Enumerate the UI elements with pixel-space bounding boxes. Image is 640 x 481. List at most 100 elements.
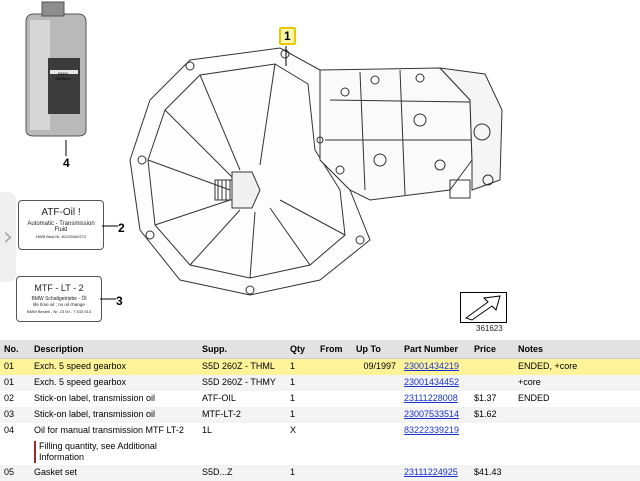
diagram-reference-arrow-icon [460, 292, 507, 323]
callout-4: 4 [63, 156, 70, 170]
row-part-number-cell: 23111228008 [400, 391, 470, 407]
callout-3: 3 [116, 294, 123, 308]
row-note: Filling quantity, see Additional Informa… [34, 441, 189, 463]
row-from [316, 465, 352, 481]
row-up-to [352, 391, 400, 407]
row-price [470, 375, 514, 391]
callout-2: 2 [118, 221, 125, 235]
col-description: Description [30, 340, 198, 359]
row-from [316, 423, 352, 439]
atf-label-title: ATF-Oil ! [41, 207, 81, 218]
mtf-label-title: MTF - LT - 2 [34, 283, 84, 293]
part-number-link[interactable]: 23007533514 [404, 409, 460, 419]
row-part-number-cell: 23001434452 [400, 375, 470, 391]
row-from [316, 375, 352, 391]
row-description: Exch. 5 speed gearbox [30, 358, 198, 375]
row-supp: MTF-LT-2 [198, 407, 286, 423]
mtf-label-line3: BMW Bestell - Nr. 23 00 - 7 533 513 [26, 309, 92, 314]
row-no: 03 [0, 407, 30, 423]
row-description: Oil for manual transmission MTF LT-2 [34, 425, 184, 435]
table-row[interactable]: 05 Gasket set S5D...Z 1 23111224925 $41.… [0, 465, 640, 481]
row-from [316, 407, 352, 423]
callout-1[interactable]: 1 [279, 27, 296, 45]
row-qty: 1 [286, 407, 316, 423]
row-qty: 1 [290, 393, 296, 403]
row-price [470, 423, 514, 439]
table-row[interactable]: 03 Stick-on label, transmission oil MTF-… [0, 407, 640, 423]
row-price: $1.62 [470, 407, 514, 423]
col-part-number: Part Number [400, 340, 470, 359]
previous-diagram-tab[interactable]: › [0, 192, 16, 282]
row-supp: 1L [202, 425, 213, 435]
row-no: 01 [0, 375, 30, 391]
row-from [316, 391, 352, 407]
col-price: Price [470, 340, 514, 359]
row-supp: S5D 260Z - THMY [198, 375, 286, 391]
row-supp: S5D...Z [198, 465, 286, 481]
row-up-to [352, 375, 400, 391]
table-row[interactable]: 02 Stick-on label, transmission oil ATF-… [0, 391, 640, 407]
row-notes [514, 407, 640, 423]
row-no: 04 [4, 425, 15, 435]
row-up-to [352, 407, 400, 423]
row-notes [514, 465, 640, 481]
atf-oil-label: ATF-Oil ! Automatic - Transmission Fluid… [18, 200, 104, 250]
row-supp: S5D 260Z - THML [198, 358, 286, 375]
leader-line-3 [100, 298, 116, 300]
row-up-to [352, 423, 400, 439]
col-up-to: Up To [352, 340, 400, 359]
row-no: 01 [0, 358, 30, 375]
row-up-to [352, 465, 400, 481]
part-number-link[interactable]: 23001434452 [404, 377, 460, 387]
part-number-link[interactable]: 23001434219 [404, 361, 460, 371]
leader-line-4 [65, 140, 67, 156]
row-description: Stick-on label, transmission oil [30, 407, 198, 423]
row-qty: 1 [286, 375, 316, 391]
row-from [316, 358, 352, 375]
row-qty: 1 [286, 358, 316, 375]
leader-line-2 [102, 225, 118, 227]
row-part-number-cell: 23001434219 [400, 358, 470, 375]
atf-label-line2: Fluid [54, 227, 68, 233]
atf-label-line3: HWB Best.Nr. 81229400272 [35, 234, 87, 239]
col-from: From [316, 340, 352, 359]
row-supp: ATF-OIL [202, 393, 236, 403]
row-notes [514, 423, 640, 439]
oil-bottle-illustration [25, 1, 87, 137]
col-notes: Notes [514, 340, 640, 359]
col-qty: Qty [286, 340, 316, 359]
row-price [470, 358, 514, 375]
parts-table: No. Description Supp. Qty From Up To Par… [0, 340, 640, 481]
oil-can-label: BMW Getriebe [55, 71, 71, 81]
diagram-reference-code: 361623 [476, 324, 503, 333]
part-number-link[interactable]: 23111224925 [404, 467, 458, 477]
row-notes: ENDED, +core [514, 358, 640, 375]
table-note-row: Filling quantity, see Additional Informa… [0, 439, 640, 465]
part-number-link[interactable]: 83222339219 [404, 425, 460, 435]
row-part-number-cell: 83222339219 [400, 423, 470, 439]
col-no: No. [0, 340, 30, 359]
parts-diagram: BMW Getriebe 4 ATF-Oil ! Automatic - Tra… [0, 1, 507, 333]
row-no: 05 [0, 465, 30, 481]
row-part-number-cell: 23111224925 [400, 465, 470, 481]
gearbox-illustration [129, 47, 503, 296]
row-notes: +core [514, 375, 640, 391]
table-row[interactable]: 01 Exch. 5 speed gearbox S5D 260Z - THML… [0, 358, 640, 375]
row-qty: 1 [286, 465, 316, 481]
row-up-to: 09/1997 [352, 358, 400, 375]
row-notes: ENDED [518, 393, 550, 403]
row-price: $1.37 [474, 393, 497, 403]
mtf-lt2-label: MTF - LT - 2 BMW Schaltgetriebe - Öl lif… [16, 276, 102, 322]
row-description: Stick-on label, transmission oil [34, 393, 156, 403]
table-row[interactable]: 04 Oil for manual transmission MTF LT-2 … [0, 423, 640, 439]
atf-label-line1: Automatic - Transmission [27, 221, 95, 227]
row-price: $41.43 [470, 465, 514, 481]
part-number-link[interactable]: 23111228008 [404, 393, 458, 403]
chevron-right-icon: › [2, 222, 14, 252]
col-supp: Supp. [198, 340, 286, 359]
row-part-number-cell: 23007533514 [400, 407, 470, 423]
row-qty: X [290, 425, 297, 435]
table-row[interactable]: 01 Exch. 5 speed gearbox S5D 260Z - THMY… [0, 375, 640, 391]
row-description: Gasket set [30, 465, 198, 481]
row-no: 02 [4, 393, 15, 403]
